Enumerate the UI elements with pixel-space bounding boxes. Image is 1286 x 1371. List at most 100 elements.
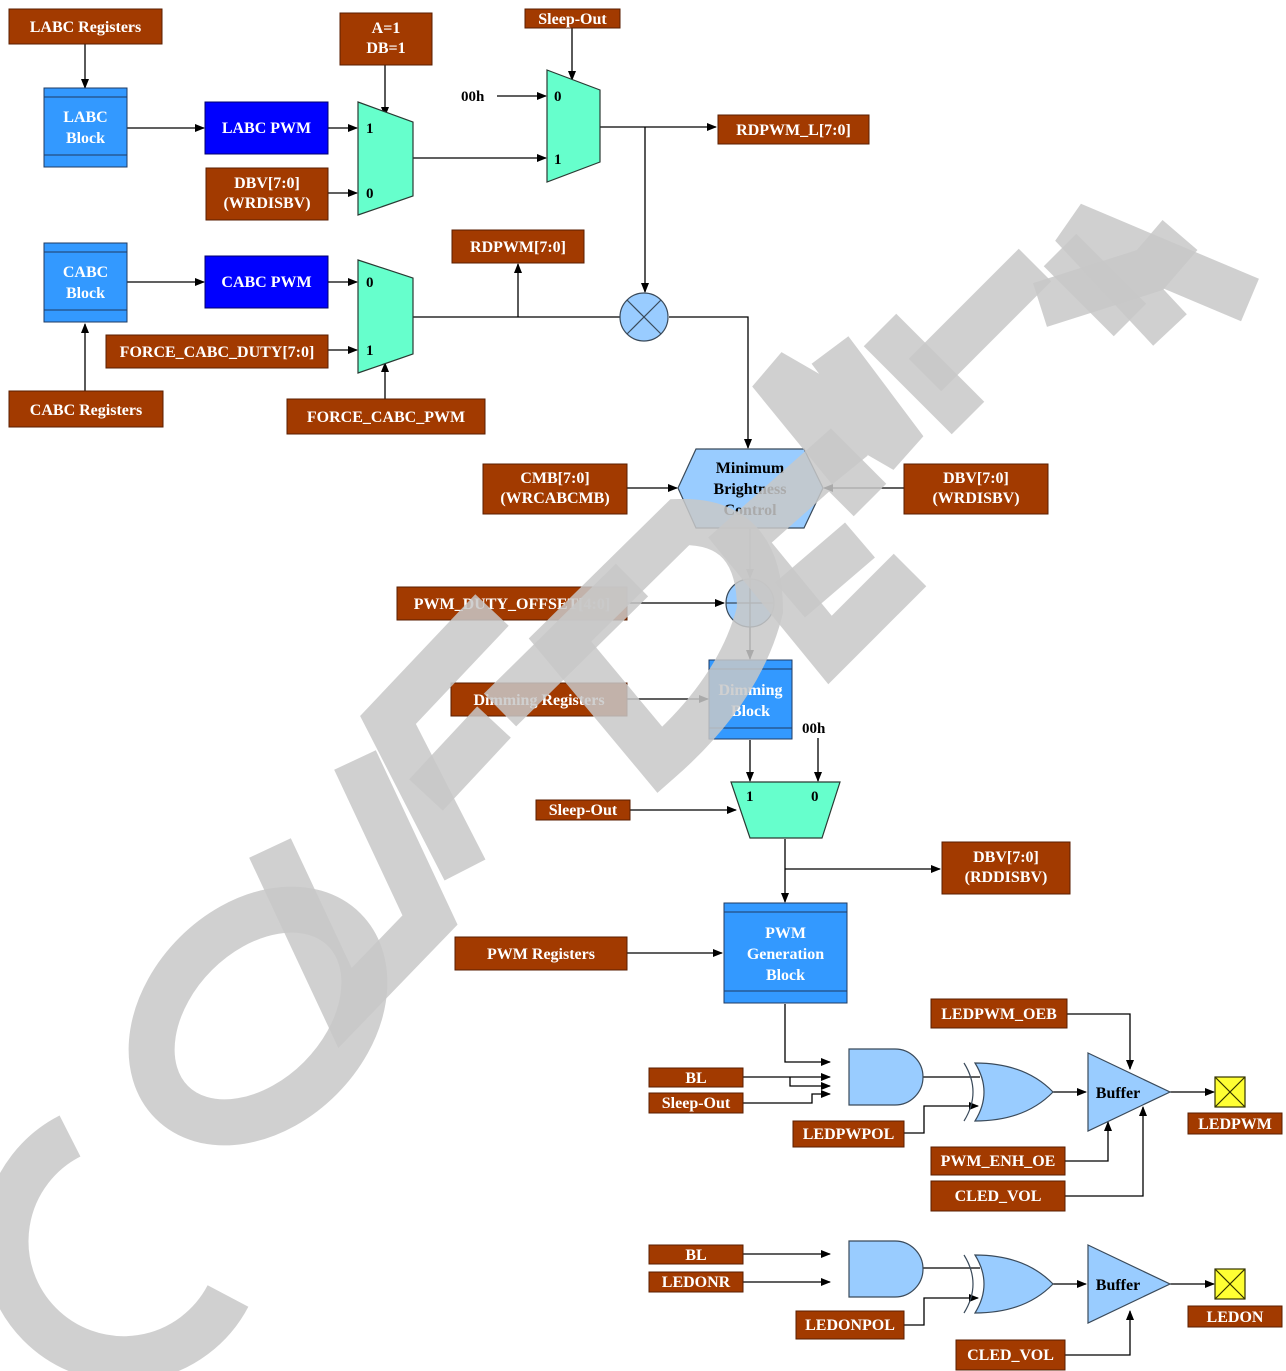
svg-text:DB=1: DB=1: [366, 40, 405, 57]
svg-text:CABC: CABC: [63, 264, 108, 281]
labc-block: LABC Block: [43, 87, 128, 168]
svg-text:LEDONR: LEDONR: [662, 1274, 731, 1291]
svg-text:A=1: A=1: [372, 20, 401, 37]
buffer-2: Buffer: [1087, 1244, 1172, 1324]
register-force-cabc-duty: FORCE_CABC_DUTY[7:0]: [105, 334, 329, 369]
register-dbv-wrdisbv-1: DBV[7:0] (WRDISBV): [205, 167, 329, 221]
svg-text:1: 1: [366, 343, 374, 359]
svg-text:LABC Registers: LABC Registers: [30, 19, 142, 36]
svg-text:PWM: PWM: [765, 925, 806, 942]
and-gate-2: [848, 1240, 924, 1298]
svg-text:RDPWM_L[7:0]: RDPWM_L[7:0]: [736, 122, 851, 139]
svg-text:CABC PWM: CABC PWM: [221, 274, 311, 291]
svg-text:(RDDISBV): (RDDISBV): [965, 869, 1048, 886]
register-bl-2: BL: [648, 1244, 744, 1265]
svg-text:(WRDISBV): (WRDISBV): [223, 195, 310, 212]
output-ledpwm: LEDPWM: [1187, 1112, 1283, 1135]
svg-text:LABC PWM: LABC PWM: [222, 120, 311, 137]
svg-text:Block: Block: [731, 703, 770, 720]
and-gate-1: [848, 1048, 924, 1106]
register-sleep-out-top: Sleep-Out: [524, 8, 621, 29]
register-ledpwpol: LEDPWPOL: [792, 1120, 905, 1148]
svg-text:1: 1: [366, 121, 374, 137]
svg-text:(WRCABCMB): (WRCABCMB): [500, 490, 609, 507]
svg-text:Sleep-Out: Sleep-Out: [549, 802, 618, 819]
pad-ledon-icon: [1214, 1268, 1246, 1300]
buffer-1: Buffer: [1087, 1052, 1172, 1132]
svg-text:RDPWM[7:0]: RDPWM[7:0]: [470, 239, 566, 256]
register-sleep-out-mid: Sleep-Out: [535, 799, 631, 821]
svg-text:CABC Registers: CABC Registers: [30, 402, 142, 419]
constant-00h-top: 00h: [461, 89, 485, 105]
register-cmb-wrcabcmb: CMB[7:0] (WRCABCMB): [482, 463, 628, 515]
register-force-cabc-pwm: FORCE_CABC_PWM: [286, 398, 486, 435]
svg-text:LEDPWM_OEB: LEDPWM_OEB: [941, 1006, 1057, 1023]
svg-text:1: 1: [746, 789, 754, 805]
mux-cabc-force: 0 1: [357, 259, 414, 374]
svg-text:Block: Block: [66, 285, 105, 302]
svg-text:FORCE_CABC_DUTY[7:0]: FORCE_CABC_DUTY[7:0]: [120, 344, 315, 361]
cabc-block: CABC Block: [43, 242, 128, 323]
register-rdpwm-l: RDPWM_L[7:0]: [717, 114, 870, 145]
register-cled-vol-2: CLED_VOL: [955, 1339, 1066, 1371]
svg-text:PWM Registers: PWM Registers: [487, 946, 595, 963]
svg-text:Generation: Generation: [747, 946, 824, 963]
svg-text:0: 0: [554, 89, 562, 105]
register-pwm-registers: PWM Registers: [454, 936, 628, 971]
register-dbv-rddisbv: DBV[7:0] (RDDISBV): [941, 841, 1071, 895]
svg-text:DBV[7:0]: DBV[7:0]: [943, 470, 1009, 487]
svg-text:CLED_VOL: CLED_VOL: [967, 1347, 1054, 1364]
svg-text:Buffer: Buffer: [1096, 1085, 1140, 1102]
svg-text:0: 0: [366, 275, 374, 291]
svg-text:DBV[7:0]: DBV[7:0]: [973, 849, 1039, 866]
svg-text:1: 1: [554, 152, 562, 168]
register-cabc-registers: CABC Registers: [8, 390, 164, 428]
svg-text:0: 0: [366, 186, 374, 202]
svg-text:LEDPWM: LEDPWM: [1198, 1116, 1272, 1133]
cabc-pwm-block: CABC PWM: [204, 255, 329, 309]
svg-text:CMB[7:0]: CMB[7:0]: [520, 470, 589, 487]
register-dbv-wrdisbv-2: DBV[7:0] (WRDISBV): [903, 463, 1049, 515]
register-sleep-out-bottom: Sleep-Out: [648, 1092, 744, 1114]
svg-text:LEDON: LEDON: [1207, 1309, 1264, 1326]
svg-text:DBV[7:0]: DBV[7:0]: [234, 175, 300, 192]
labc-pwm-block: LABC PWM: [204, 101, 329, 155]
mux-labc-select: 1 0: [357, 101, 414, 216]
svg-text:CLED_VOL: CLED_VOL: [955, 1188, 1042, 1205]
confidential-watermark: [0, 203, 1259, 1371]
svg-text:Sleep-Out: Sleep-Out: [662, 1095, 731, 1112]
constant-00h-mid: 00h: [802, 721, 826, 737]
register-cled-vol-1: CLED_VOL: [930, 1180, 1066, 1212]
register-ledonpol: LEDONPOL: [795, 1310, 905, 1340]
svg-text:Block: Block: [766, 967, 805, 984]
svg-text:0: 0: [811, 789, 819, 805]
svg-text:LEDPWPOL: LEDPWPOL: [803, 1126, 895, 1143]
multiplier-icon: [619, 292, 669, 342]
pwm-generation-block: PWM Generation Block: [723, 902, 848, 1004]
svg-text:Sleep-Out: Sleep-Out: [538, 11, 607, 28]
svg-text:PWM_ENH_OE: PWM_ENH_OE: [941, 1153, 1056, 1170]
mux-sleep-out-mid: 1 0: [730, 781, 841, 839]
register-rdpwm: RDPWM[7:0]: [451, 229, 585, 264]
svg-text:LABC: LABC: [63, 109, 107, 126]
mux-sleep-out-top: 0 1: [546, 69, 601, 183]
register-ledonr: LEDONR: [648, 1271, 744, 1293]
svg-text:BL: BL: [685, 1247, 706, 1264]
register-ledpwm-oeb: LEDPWM_OEB: [930, 998, 1068, 1029]
register-pwm-enh-oe: PWM_ENH_OE: [930, 1146, 1066, 1176]
svg-text:BL: BL: [685, 1070, 706, 1087]
svg-text:Buffer: Buffer: [1096, 1277, 1140, 1294]
svg-text:Block: Block: [66, 130, 105, 147]
svg-text:Minimum: Minimum: [716, 460, 785, 477]
svg-text:FORCE_CABC_PWM: FORCE_CABC_PWM: [307, 409, 465, 426]
svg-text:(WRDISBV): (WRDISBV): [932, 490, 1019, 507]
register-a-db: A=1 DB=1: [339, 12, 433, 66]
pad-ledpwm-icon: [1214, 1076, 1246, 1108]
register-labc-registers: LABC Registers: [8, 8, 163, 45]
svg-text:LEDONPOL: LEDONPOL: [805, 1317, 895, 1334]
output-ledon: LEDON: [1187, 1305, 1283, 1328]
xor-gate-1: [963, 1062, 1054, 1122]
register-bl-1: BL: [648, 1067, 744, 1088]
xor-gate-2: [963, 1254, 1054, 1314]
